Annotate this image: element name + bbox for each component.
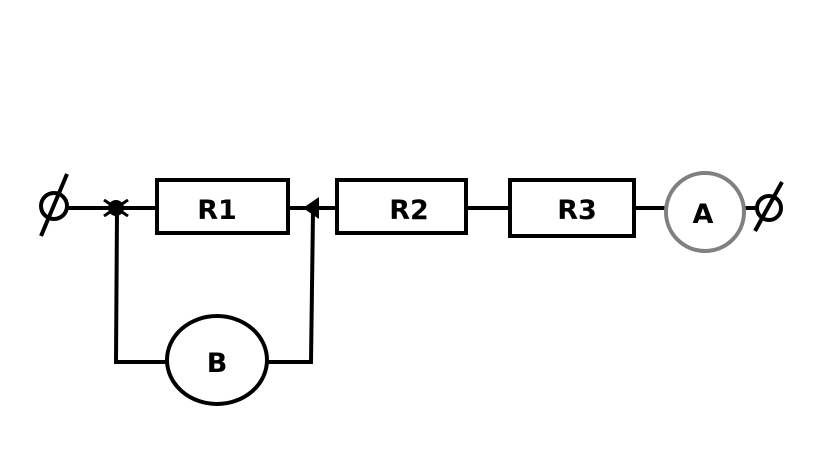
resistor-r1-label: R1: [197, 195, 237, 226]
resistor-r2-label: R2: [389, 195, 429, 226]
voltmeter-label: B: [207, 348, 228, 379]
junction-node-left: [103, 198, 129, 218]
input-terminal-left: [39, 173, 69, 237]
voltmeter: B: [165, 314, 269, 406]
parallel-branch-wire: [113, 211, 315, 364]
ammeter-label: A: [693, 199, 714, 230]
junction-node-right: [303, 197, 319, 219]
resistor-r2: R2: [335, 178, 468, 235]
resistor-r1: R1: [155, 178, 290, 235]
output-terminal-right: [753, 181, 784, 232]
resistor-r3: R3: [508, 178, 636, 238]
resistor-r3-label: R3: [557, 195, 597, 226]
ammeter: A: [664, 171, 746, 253]
